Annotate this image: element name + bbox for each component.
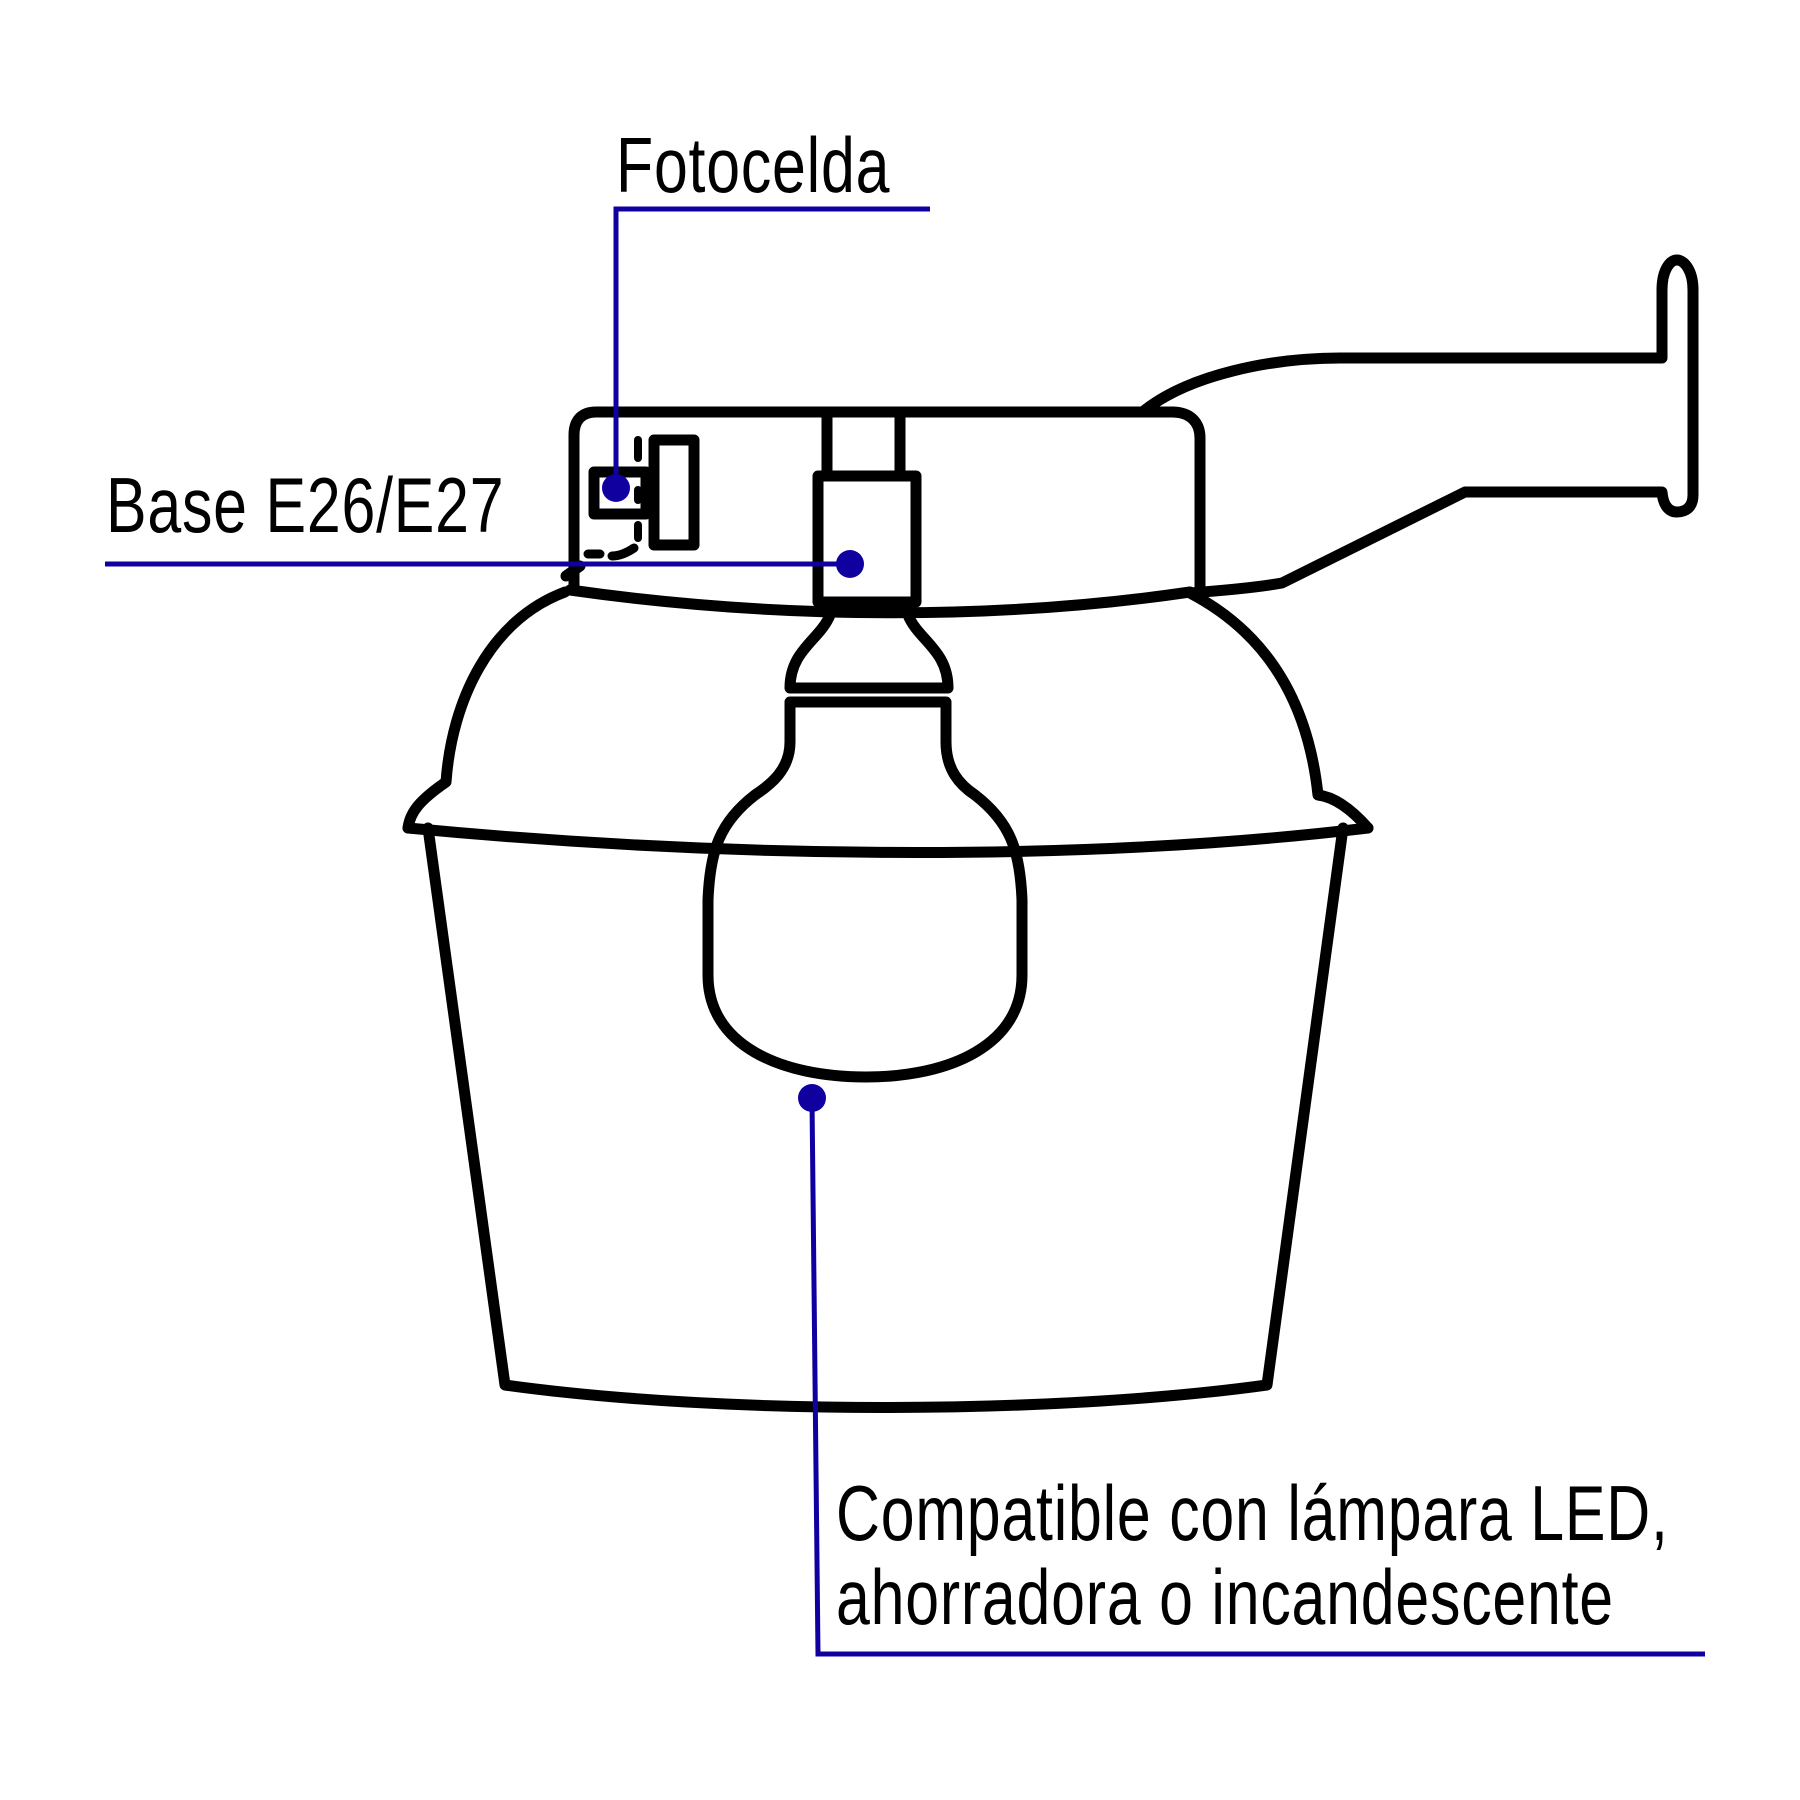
compatible-label-line2: ahorradora o incandescente — [836, 1553, 1614, 1641]
socket-box — [812, 470, 922, 608]
photocell-body — [648, 434, 700, 551]
fotocelda-marker — [602, 474, 630, 502]
compatible-label-line1: Compatible con lámpara LED, — [836, 1469, 1669, 1557]
globe-outline — [422, 822, 1349, 1413]
housing-bottom-edge — [564, 584, 1196, 619]
wall-bracket — [1139, 254, 1699, 599]
socket-flare — [784, 609, 954, 694]
fotocelda-label: Fotocelda — [616, 121, 891, 209]
base-label: Base E26/E27 — [106, 461, 505, 549]
photocell-holder — [588, 466, 652, 520]
compatible-leader-line — [809, 1099, 1705, 1657]
bulb-outline — [702, 696, 1028, 1083]
base-marker — [836, 550, 864, 578]
top-housing — [568, 406, 1206, 592]
socket-neck — [821, 412, 906, 482]
compatible-marker — [798, 1084, 826, 1112]
dome-outline — [402, 586, 571, 834]
fotocelda-leader-line — [613, 206, 930, 488]
rim — [402, 822, 1374, 858]
